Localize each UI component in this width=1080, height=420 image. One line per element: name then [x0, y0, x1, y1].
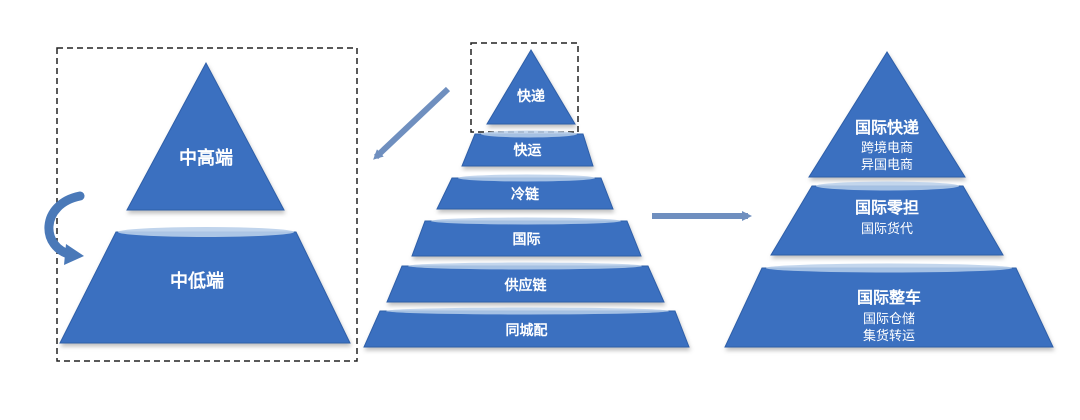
center-tier-label: 国际 — [513, 232, 541, 248]
center-tier-shape — [486, 49, 576, 125]
arrow-to-left — [373, 86, 451, 160]
center-tier-label: 冷链 — [511, 186, 540, 203]
left-dashed-frame — [56, 47, 358, 362]
left-bottom-label: 中低端 — [170, 270, 224, 292]
center-tier-highlight — [386, 307, 669, 315]
center-tier-highlight — [481, 130, 577, 138]
right-tier-subtext: 国际仓储 — [863, 312, 915, 327]
right-tier-shape — [808, 51, 966, 178]
curved-arrow-head — [64, 244, 84, 265]
center-dashed-frame — [470, 42, 579, 133]
center-tier-label: 同城配 — [506, 322, 548, 339]
right-tier-subtext: 国际货代 — [861, 221, 913, 237]
left-bottom-highlight — [118, 227, 294, 237]
center-tier-highlight — [458, 174, 595, 182]
center-tier-highlight — [431, 217, 621, 225]
left-top-triangle — [126, 61, 285, 211]
curved-arrow — [44, 191, 85, 260]
left-top-label: 中高端 — [179, 147, 233, 169]
right-tier-subtext: 集货转运 — [863, 328, 915, 344]
center-tier-label: 快递 — [517, 88, 545, 105]
right-tier-highlight — [766, 263, 1012, 273]
right-tier-title: 国际整车 — [857, 288, 921, 307]
center-tier-label: 快运 — [514, 142, 542, 159]
right-tier-shape — [770, 185, 1004, 256]
right-tier-highlight — [816, 181, 959, 191]
right-tier-subtext: 跨境电商 — [861, 141, 913, 156]
right-tier-title: 国际零担 — [855, 198, 919, 217]
right-tier-subtext: 异国电商 — [861, 158, 913, 173]
center-tier-label: 供应链 — [504, 277, 548, 294]
right-tier-title: 国际快递 — [855, 118, 919, 137]
center-tier-highlight — [408, 262, 642, 270]
